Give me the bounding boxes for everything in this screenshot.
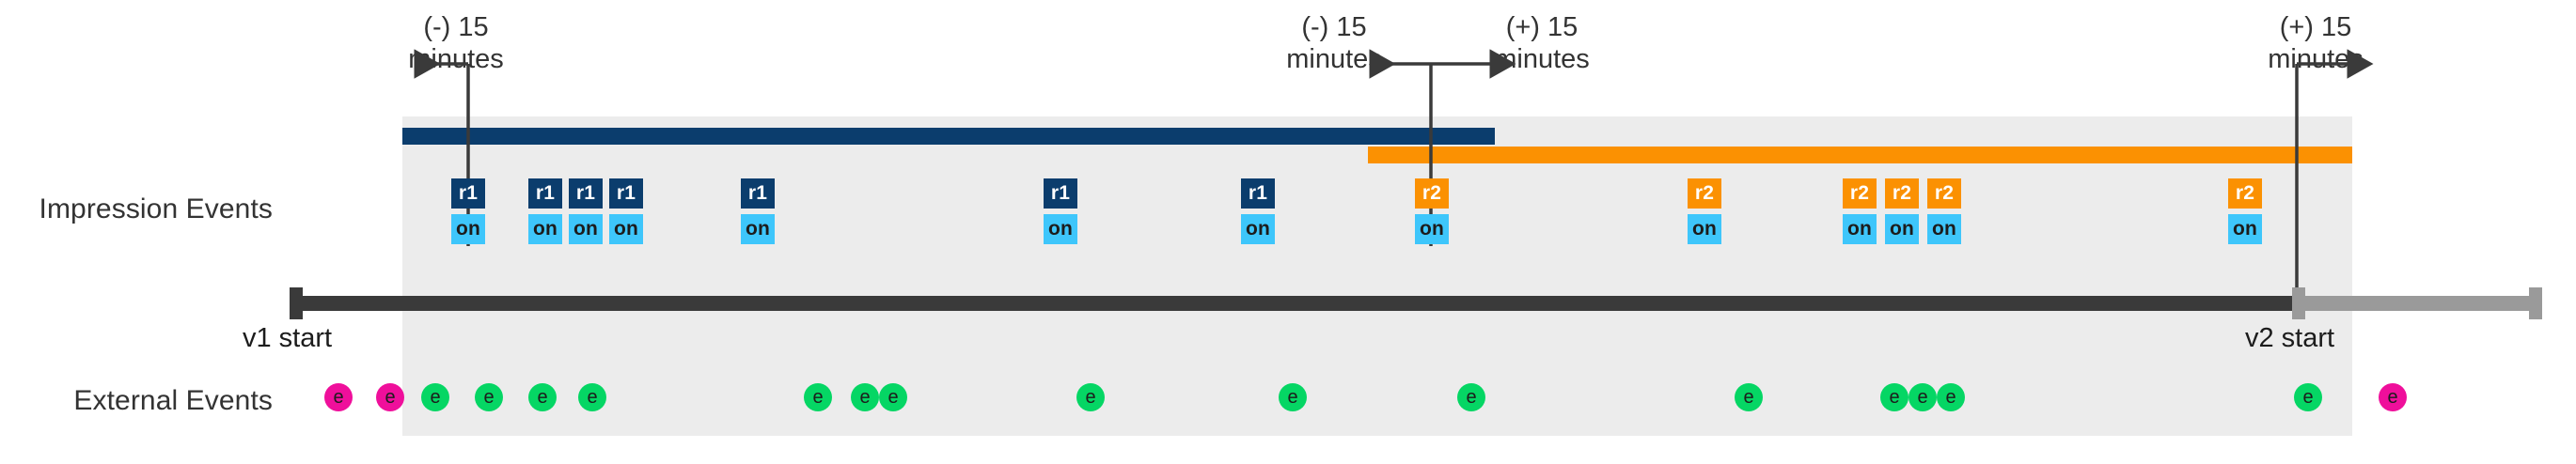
impression-chip-version[interactable]: r2 xyxy=(1927,178,1961,209)
external-event-dot[interactable]: e xyxy=(1076,383,1105,411)
callout-right-plus-15: (+) 15 minutes xyxy=(2222,11,2410,75)
impression-chip-version[interactable]: r1 xyxy=(451,178,485,209)
impression-chip-version[interactable]: r1 xyxy=(1044,178,1077,209)
impression-chip-on[interactable]: on xyxy=(1927,214,1961,244)
external-event-dot[interactable]: e xyxy=(2294,383,2322,411)
external-event-dot[interactable]: e xyxy=(804,383,832,411)
external-event-dot[interactable]: e xyxy=(528,383,557,411)
external-event-dot[interactable]: e xyxy=(1937,383,1965,411)
impression-chip-on[interactable]: on xyxy=(1415,214,1449,244)
external-event-dot[interactable]: e xyxy=(324,383,353,411)
callout-line-1: (+) 15 xyxy=(1505,12,1579,42)
active-window-band-lower xyxy=(402,327,2352,436)
callout-line-2: minutes xyxy=(408,44,504,74)
external-event-dot[interactable]: e xyxy=(1735,383,1763,411)
version-bar-v1 xyxy=(402,128,1495,145)
impression-chip-on[interactable]: on xyxy=(528,214,562,244)
axis-segment-v1 xyxy=(290,296,2298,311)
callout-line-2: minutes xyxy=(1286,44,1382,74)
callout-line-1: (+) 15 xyxy=(2279,12,2352,42)
impression-chip-version[interactable]: r2 xyxy=(1415,178,1449,209)
version-bar-v2 xyxy=(1368,147,2352,163)
external-event-dot[interactable]: e xyxy=(851,383,879,411)
external-event-dot[interactable]: e xyxy=(578,383,606,411)
external-event-dot[interactable]: e xyxy=(376,383,404,411)
callout-line-1: (-) 15 xyxy=(1301,12,1367,42)
impression-chip-version[interactable]: r1 xyxy=(1241,178,1275,209)
impression-chip-on[interactable]: on xyxy=(609,214,643,244)
impression-chip-version[interactable]: r2 xyxy=(1688,178,1721,209)
callout-line-1: (-) 15 xyxy=(423,12,489,42)
v1-start-label: v1 start xyxy=(243,323,333,353)
external-event-dot[interactable]: e xyxy=(879,383,907,411)
impression-chip-version[interactable]: r2 xyxy=(1843,178,1877,209)
impression-chip-on[interactable]: on xyxy=(1044,214,1077,244)
impression-chip-on[interactable]: on xyxy=(2228,214,2262,244)
external-event-dot[interactable]: e xyxy=(1880,383,1908,411)
v2-start-label: v2 start xyxy=(2245,323,2335,353)
impression-chip-on[interactable]: on xyxy=(569,214,603,244)
impression-chip-version[interactable]: r1 xyxy=(609,178,643,209)
impression-chip-version[interactable]: r2 xyxy=(1885,178,1919,209)
callout-mid-plus-15: (+) 15 minutes xyxy=(1448,11,1636,75)
external-event-dot[interactable]: e xyxy=(1908,383,1937,411)
impression-chip-on[interactable]: on xyxy=(1688,214,1721,244)
external-event-dot[interactable]: e xyxy=(1457,383,1485,411)
impression-chip-on[interactable]: on xyxy=(451,214,485,244)
row-label-impression-events: Impression Events xyxy=(39,193,273,224)
callout-left-minus-15: (-) 15 minutes xyxy=(362,11,550,75)
axis-end-cap xyxy=(2529,287,2542,319)
external-event-dot[interactable]: e xyxy=(475,383,503,411)
callout-mid-minus-15: (-) 15 minutes xyxy=(1240,11,1428,75)
impression-chip-on[interactable]: on xyxy=(741,214,775,244)
impression-chip-version[interactable]: r1 xyxy=(741,178,775,209)
impression-chip-on[interactable]: on xyxy=(1843,214,1877,244)
row-label-external-events: External Events xyxy=(73,385,273,416)
impression-chip-version[interactable]: r1 xyxy=(569,178,603,209)
external-event-dot[interactable]: e xyxy=(2379,383,2407,411)
callout-line-2: minutes xyxy=(2268,44,2364,74)
axis-segment-v2 xyxy=(2292,296,2540,311)
external-event-dot[interactable]: e xyxy=(1279,383,1307,411)
impression-chip-on[interactable]: on xyxy=(1885,214,1919,244)
external-event-dot[interactable]: e xyxy=(421,383,449,411)
callout-line-2: minutes xyxy=(1494,44,1590,74)
impression-chip-version[interactable]: r2 xyxy=(2228,178,2262,209)
impression-chip-version[interactable]: r1 xyxy=(528,178,562,209)
impression-chip-on[interactable]: on xyxy=(1241,214,1275,244)
